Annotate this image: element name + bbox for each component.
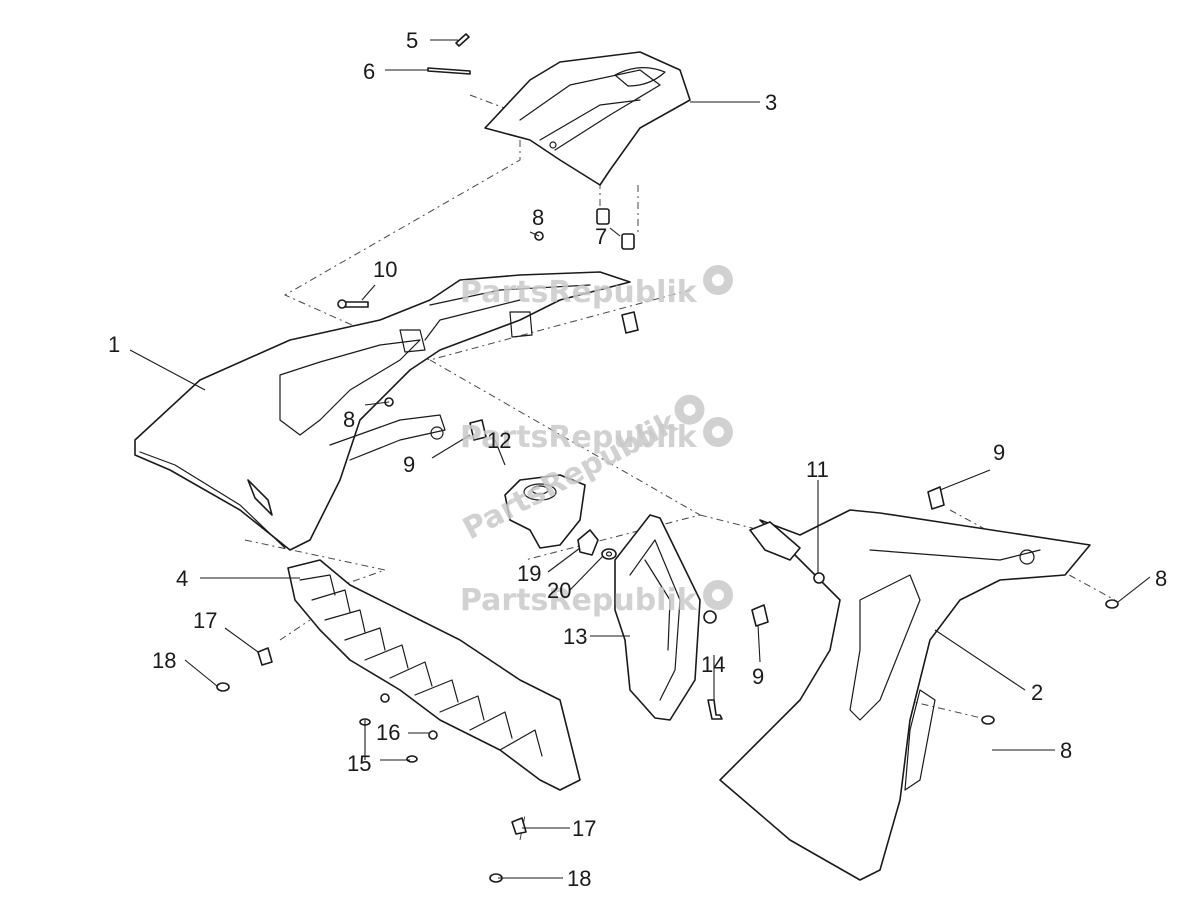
callout-18: 18 (567, 866, 591, 891)
callout-8: 8 (1155, 566, 1167, 591)
callout-15: 15 (347, 751, 371, 776)
part-7-spacers[interactable] (596, 208, 635, 250)
part-18-screws[interactable] (216, 682, 503, 883)
svg-text:PartsRepublik: PartsRepublik (460, 275, 698, 310)
part-11-nut[interactable] (813, 572, 825, 584)
part-12-filler-bracket[interactable] (504, 474, 586, 549)
callout-16: 16 (376, 720, 400, 745)
callout-9: 9 (993, 440, 1005, 465)
callout-9: 9 (403, 452, 415, 477)
part-14-bolt[interactable] (703, 610, 723, 720)
watermark-diagonal: PartsRepublik (457, 394, 705, 547)
callout-10: 10 (373, 257, 397, 282)
callout-8: 8 (343, 407, 355, 432)
callout-4: 4 (176, 566, 188, 591)
part-2-right-fairing[interactable] (719, 509, 1091, 881)
callout-8: 8 (532, 205, 544, 230)
part-10-bolt[interactable] (337, 299, 369, 309)
part-4-radiator-grille[interactable] (287, 559, 581, 791)
part-1-left-fairing[interactable] (134, 271, 631, 551)
part-8-screws[interactable] (384, 231, 1119, 725)
watermark-1: PartsRepublik (460, 265, 733, 310)
leader-lines (129, 39, 1151, 879)
callout-11: 11 (806, 457, 829, 482)
callout-12: 12 (487, 428, 511, 453)
callout-18: 18 (152, 648, 176, 673)
part-20-washer[interactable] (601, 548, 617, 560)
svg-text:PartsRepublik: PartsRepublik (460, 420, 698, 455)
callout-labels: 5 6 3 8 7 10 1 8 12 9 11 9 8 4 19 20 17 … (108, 28, 1167, 891)
callout-14: 14 (701, 652, 725, 677)
part-6-rod[interactable] (427, 67, 471, 75)
callout-2: 2 (1031, 680, 1043, 705)
callout-6: 6 (363, 59, 375, 84)
callout-3: 3 (765, 90, 777, 115)
part-3-tank-cover[interactable] (484, 51, 691, 186)
callout-8: 8 (1060, 738, 1072, 763)
part-5-pin[interactable] (455, 33, 470, 47)
watermark-3: PartsRepublik (460, 580, 733, 618)
callout-7: 7 (595, 224, 607, 249)
part-9-clips[interactable] (469, 311, 945, 627)
callout-17: 17 (572, 816, 596, 841)
callout-20: 20 (547, 578, 571, 603)
part-19-clip[interactable] (577, 529, 599, 556)
callout-9: 9 (752, 664, 764, 689)
callout-19: 19 (517, 561, 541, 586)
svg-text:PartsRepublik: PartsRepublik (460, 583, 698, 618)
part-17-clips[interactable] (257, 647, 527, 835)
callout-13: 13 (563, 624, 587, 649)
callout-5: 5 (406, 28, 418, 53)
callout-1: 1 (108, 332, 120, 357)
watermark-2: PartsRepublik (460, 417, 733, 455)
part-13-inner-panel[interactable] (614, 514, 701, 721)
callout-17: 17 (193, 608, 217, 633)
